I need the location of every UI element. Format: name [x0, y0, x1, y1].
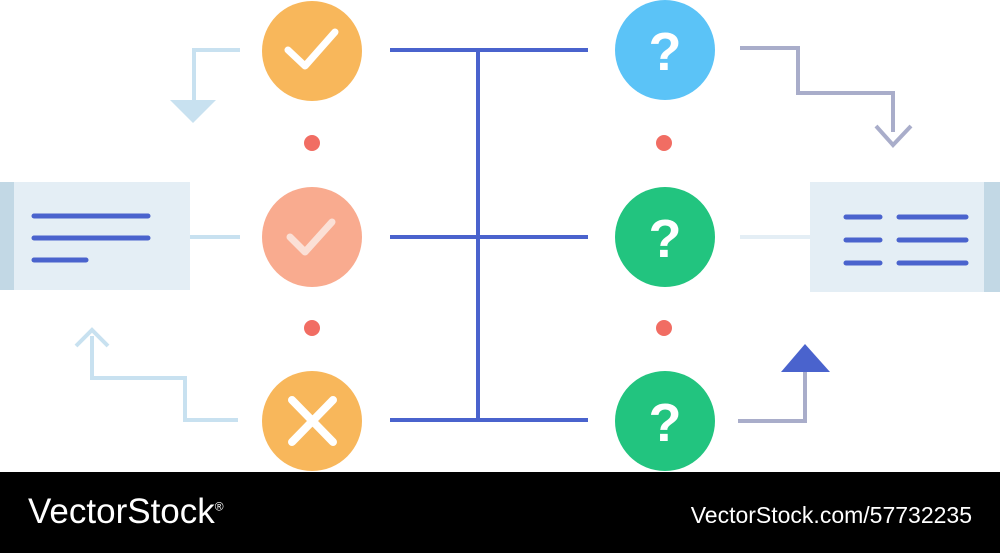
right-circle-2: ?	[615, 187, 715, 287]
separator-dot	[304, 135, 320, 151]
cross-icon	[288, 396, 337, 446]
image-url: VectorStock.com/57732235	[690, 502, 972, 528]
right-circle-3: ?	[615, 371, 715, 471]
right-circle-1: ?	[615, 0, 715, 100]
question-icon: ?	[649, 209, 682, 269]
brand-name: VectorStock	[28, 492, 215, 531]
left-circle-1	[262, 1, 362, 101]
left-circle-3	[262, 371, 362, 471]
footer-bar: VectorStock® VectorStock.com/57732235	[0, 472, 1000, 553]
right-top-arrow	[740, 46, 913, 148]
separator-dot	[656, 320, 672, 336]
separator-dot	[304, 320, 320, 336]
question-icon: ?	[649, 393, 682, 453]
left-top-arrow	[170, 48, 240, 123]
central-connector-lines	[390, 48, 588, 422]
check-icon	[284, 28, 339, 70]
right-bottom-arrow	[738, 344, 830, 423]
check-icon	[286, 218, 336, 256]
brand-logo: VectorStock®	[28, 492, 224, 532]
question-icon: ?	[649, 22, 682, 82]
right-document-panel	[810, 182, 1000, 292]
registered-mark: ®	[214, 499, 224, 514]
decision-diagram: ? ? ?	[0, 0, 1000, 471]
separator-dot	[656, 135, 672, 151]
left-circle-2	[262, 187, 362, 287]
diagram-canvas: ? ? ?	[0, 0, 1000, 471]
left-document-panel	[0, 182, 190, 290]
left-bottom-arrow	[74, 327, 238, 422]
